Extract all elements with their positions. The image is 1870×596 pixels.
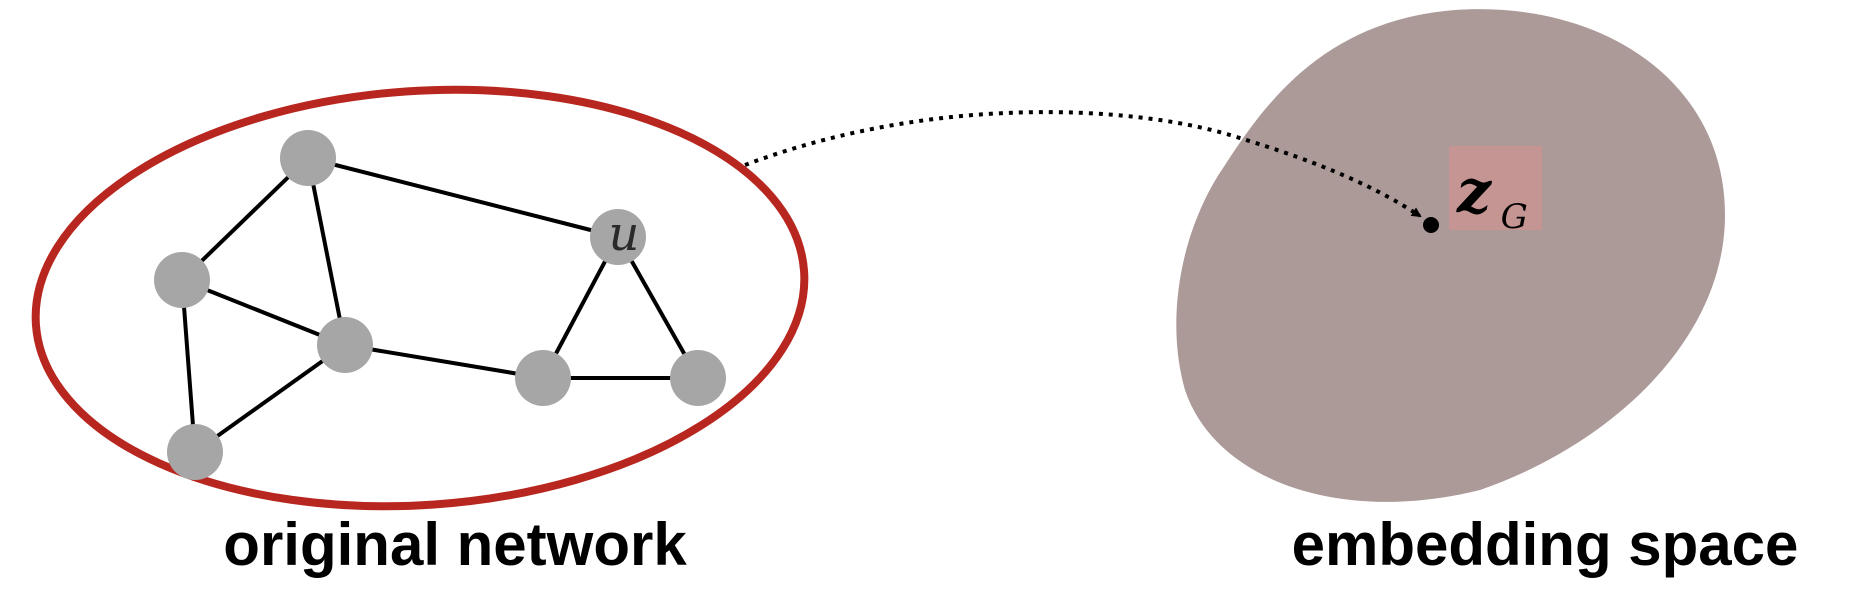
node-n2: [154, 252, 210, 308]
edge-n3-n4: [193, 343, 347, 454]
edge-n1-u: [307, 156, 619, 239]
node-u-label: u: [609, 206, 640, 262]
network-outline: [31, 85, 809, 511]
mapping-arrow: [744, 110, 1422, 218]
embedding-space-region: [1176, 9, 1725, 502]
network-caption: original network: [223, 511, 687, 578]
embedding-label-highlight: [1449, 146, 1542, 230]
edge-n2-n3: [181, 278, 346, 347]
node-n1: [280, 130, 336, 186]
network-nodes: [154, 130, 726, 480]
embedding-point: [1423, 217, 1439, 233]
embedding-label-subscript: G: [1501, 197, 1528, 237]
node-u: [590, 209, 646, 265]
edge-n1-n2: [180, 156, 310, 282]
node-n6: [515, 350, 571, 406]
node-n7: [670, 350, 726, 406]
edge-n3-n6: [344, 343, 544, 380]
edge-n2-n4: [180, 279, 197, 453]
embedding-caption: embedding space: [1291, 511, 1799, 578]
network-edges: [180, 156, 700, 454]
node-n4: [167, 424, 223, 480]
embedding-point-label: z G: [1456, 157, 1528, 237]
edge-n1-n3: [306, 157, 347, 346]
embedding-label-main: z: [1456, 157, 1493, 227]
node-n3: [317, 317, 373, 373]
